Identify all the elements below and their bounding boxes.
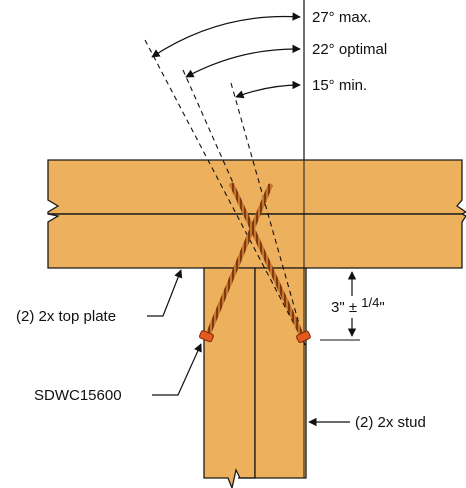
dimension-label: 3" ± 1/4" bbox=[331, 295, 385, 316]
angle-27-guide bbox=[144, 39, 306, 346]
top-plate-label: (2) 2x top plate bbox=[16, 308, 116, 325]
screw-right-to-left bbox=[229, 182, 311, 344]
screw-label: SDWC15600 bbox=[34, 387, 122, 404]
stud-label: (2) 2x stud bbox=[355, 414, 426, 431]
angle-optimal-label: 22° optimal bbox=[312, 41, 387, 58]
stud-left bbox=[203, 267, 256, 488]
arc-27 bbox=[151, 12, 301, 58]
arc-15 bbox=[235, 80, 301, 99]
screw-left-to-right bbox=[199, 183, 273, 343]
top-plate-upper bbox=[47, 159, 466, 215]
angle-15-guide bbox=[230, 82, 306, 346]
angle-max-label: 27° max. bbox=[312, 9, 371, 26]
dimension-marker bbox=[320, 267, 360, 341]
arc-22 bbox=[185, 44, 301, 78]
top-plate-leader bbox=[147, 269, 183, 317]
stud-right bbox=[238, 267, 307, 479]
angle-min-label: 15° min. bbox=[312, 77, 367, 94]
screw-leader bbox=[152, 343, 202, 396]
